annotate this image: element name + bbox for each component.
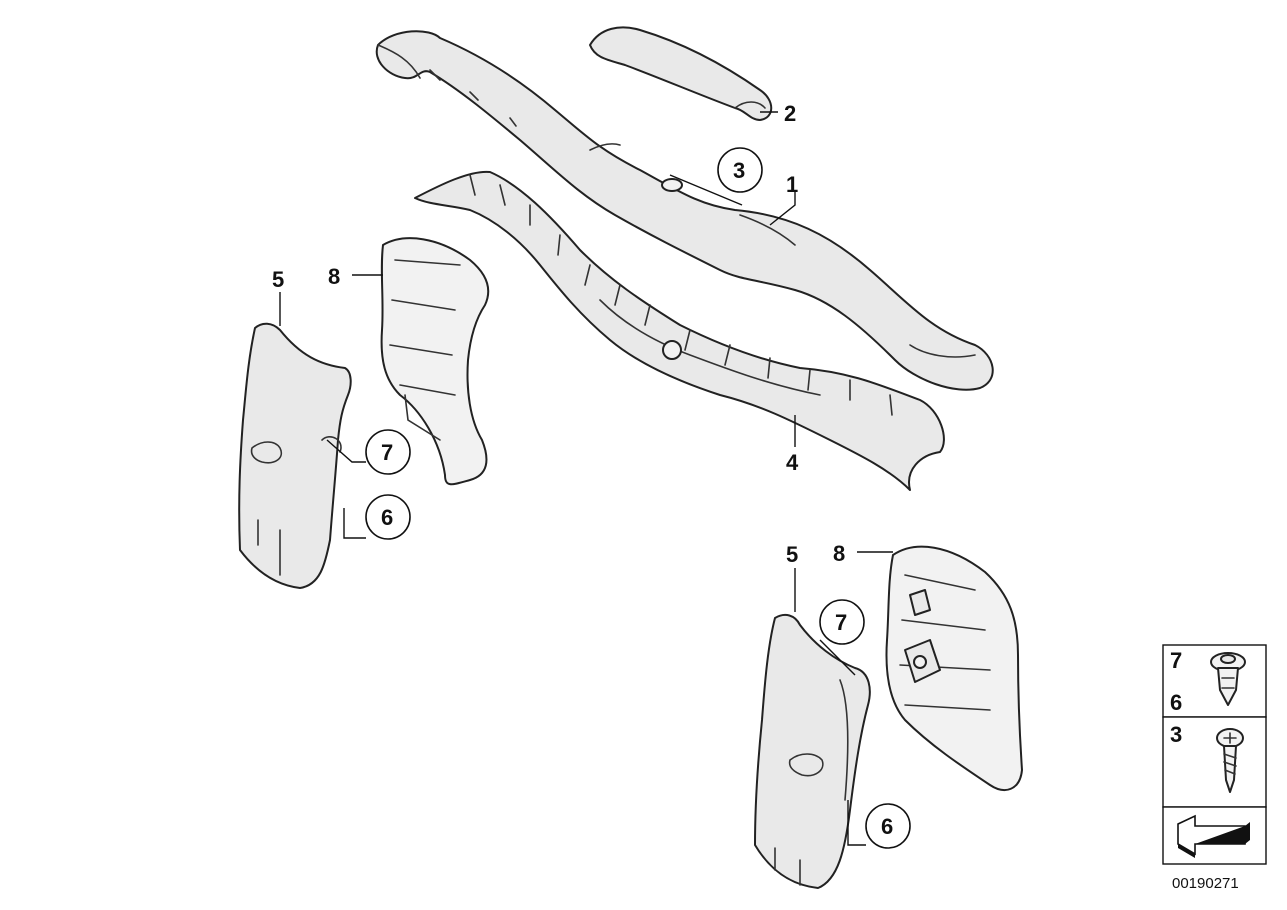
callout-5-right: 5: [786, 542, 798, 567]
legend-clip-label-6: 6: [1170, 690, 1182, 715]
callout-8-left: 8: [328, 264, 340, 289]
callout-6-left-circle: [365, 494, 411, 540]
drawing-number: 00190271: [1172, 875, 1239, 892]
callout-8-right: 8: [833, 541, 845, 566]
callout-3-circle: [717, 147, 763, 193]
part-2-top-cap: [589, 26, 773, 121]
callout-1: 1: [786, 172, 798, 197]
part-8-left-inner-trim: [380, 237, 490, 486]
part-4-lower-shell: [414, 170, 945, 491]
callout-6-right: 6: [881, 814, 893, 839]
callout-4: 4: [786, 450, 799, 475]
screw-icon: [1216, 728, 1244, 793]
callout-7-right-circle: [819, 599, 865, 645]
fastener-legend: 7 6 3: [1162, 644, 1267, 865]
part-1-rollover-cover: [375, 30, 994, 391]
legend-clip-label-7: 7: [1170, 648, 1182, 673]
callouts: 1 2 3 4 5 8 7 6 5 8 7 6: [272, 101, 911, 849]
callout-5-left: 5: [272, 267, 284, 292]
callout-6-left: 6: [381, 505, 393, 530]
callout-6-right-circle: [865, 803, 911, 849]
legend-screw-box: [1162, 716, 1267, 808]
part-8-right-inner-trim: [885, 545, 1023, 791]
clip-icon: [1210, 652, 1246, 706]
callout-7-right: 7: [835, 610, 847, 635]
callout-2: 2: [784, 101, 796, 126]
callout-7-left: 7: [381, 440, 393, 465]
part-5-right-trim-panel: [754, 613, 871, 889]
callout-3: 3: [733, 158, 745, 183]
direction-arrow-icon: [1177, 814, 1250, 858]
part-5-left-trim-panel: [238, 322, 352, 589]
legend-screw-label: 3: [1170, 722, 1182, 747]
leader-lines: [279, 111, 893, 846]
callout-7-left-circle: [365, 429, 411, 475]
